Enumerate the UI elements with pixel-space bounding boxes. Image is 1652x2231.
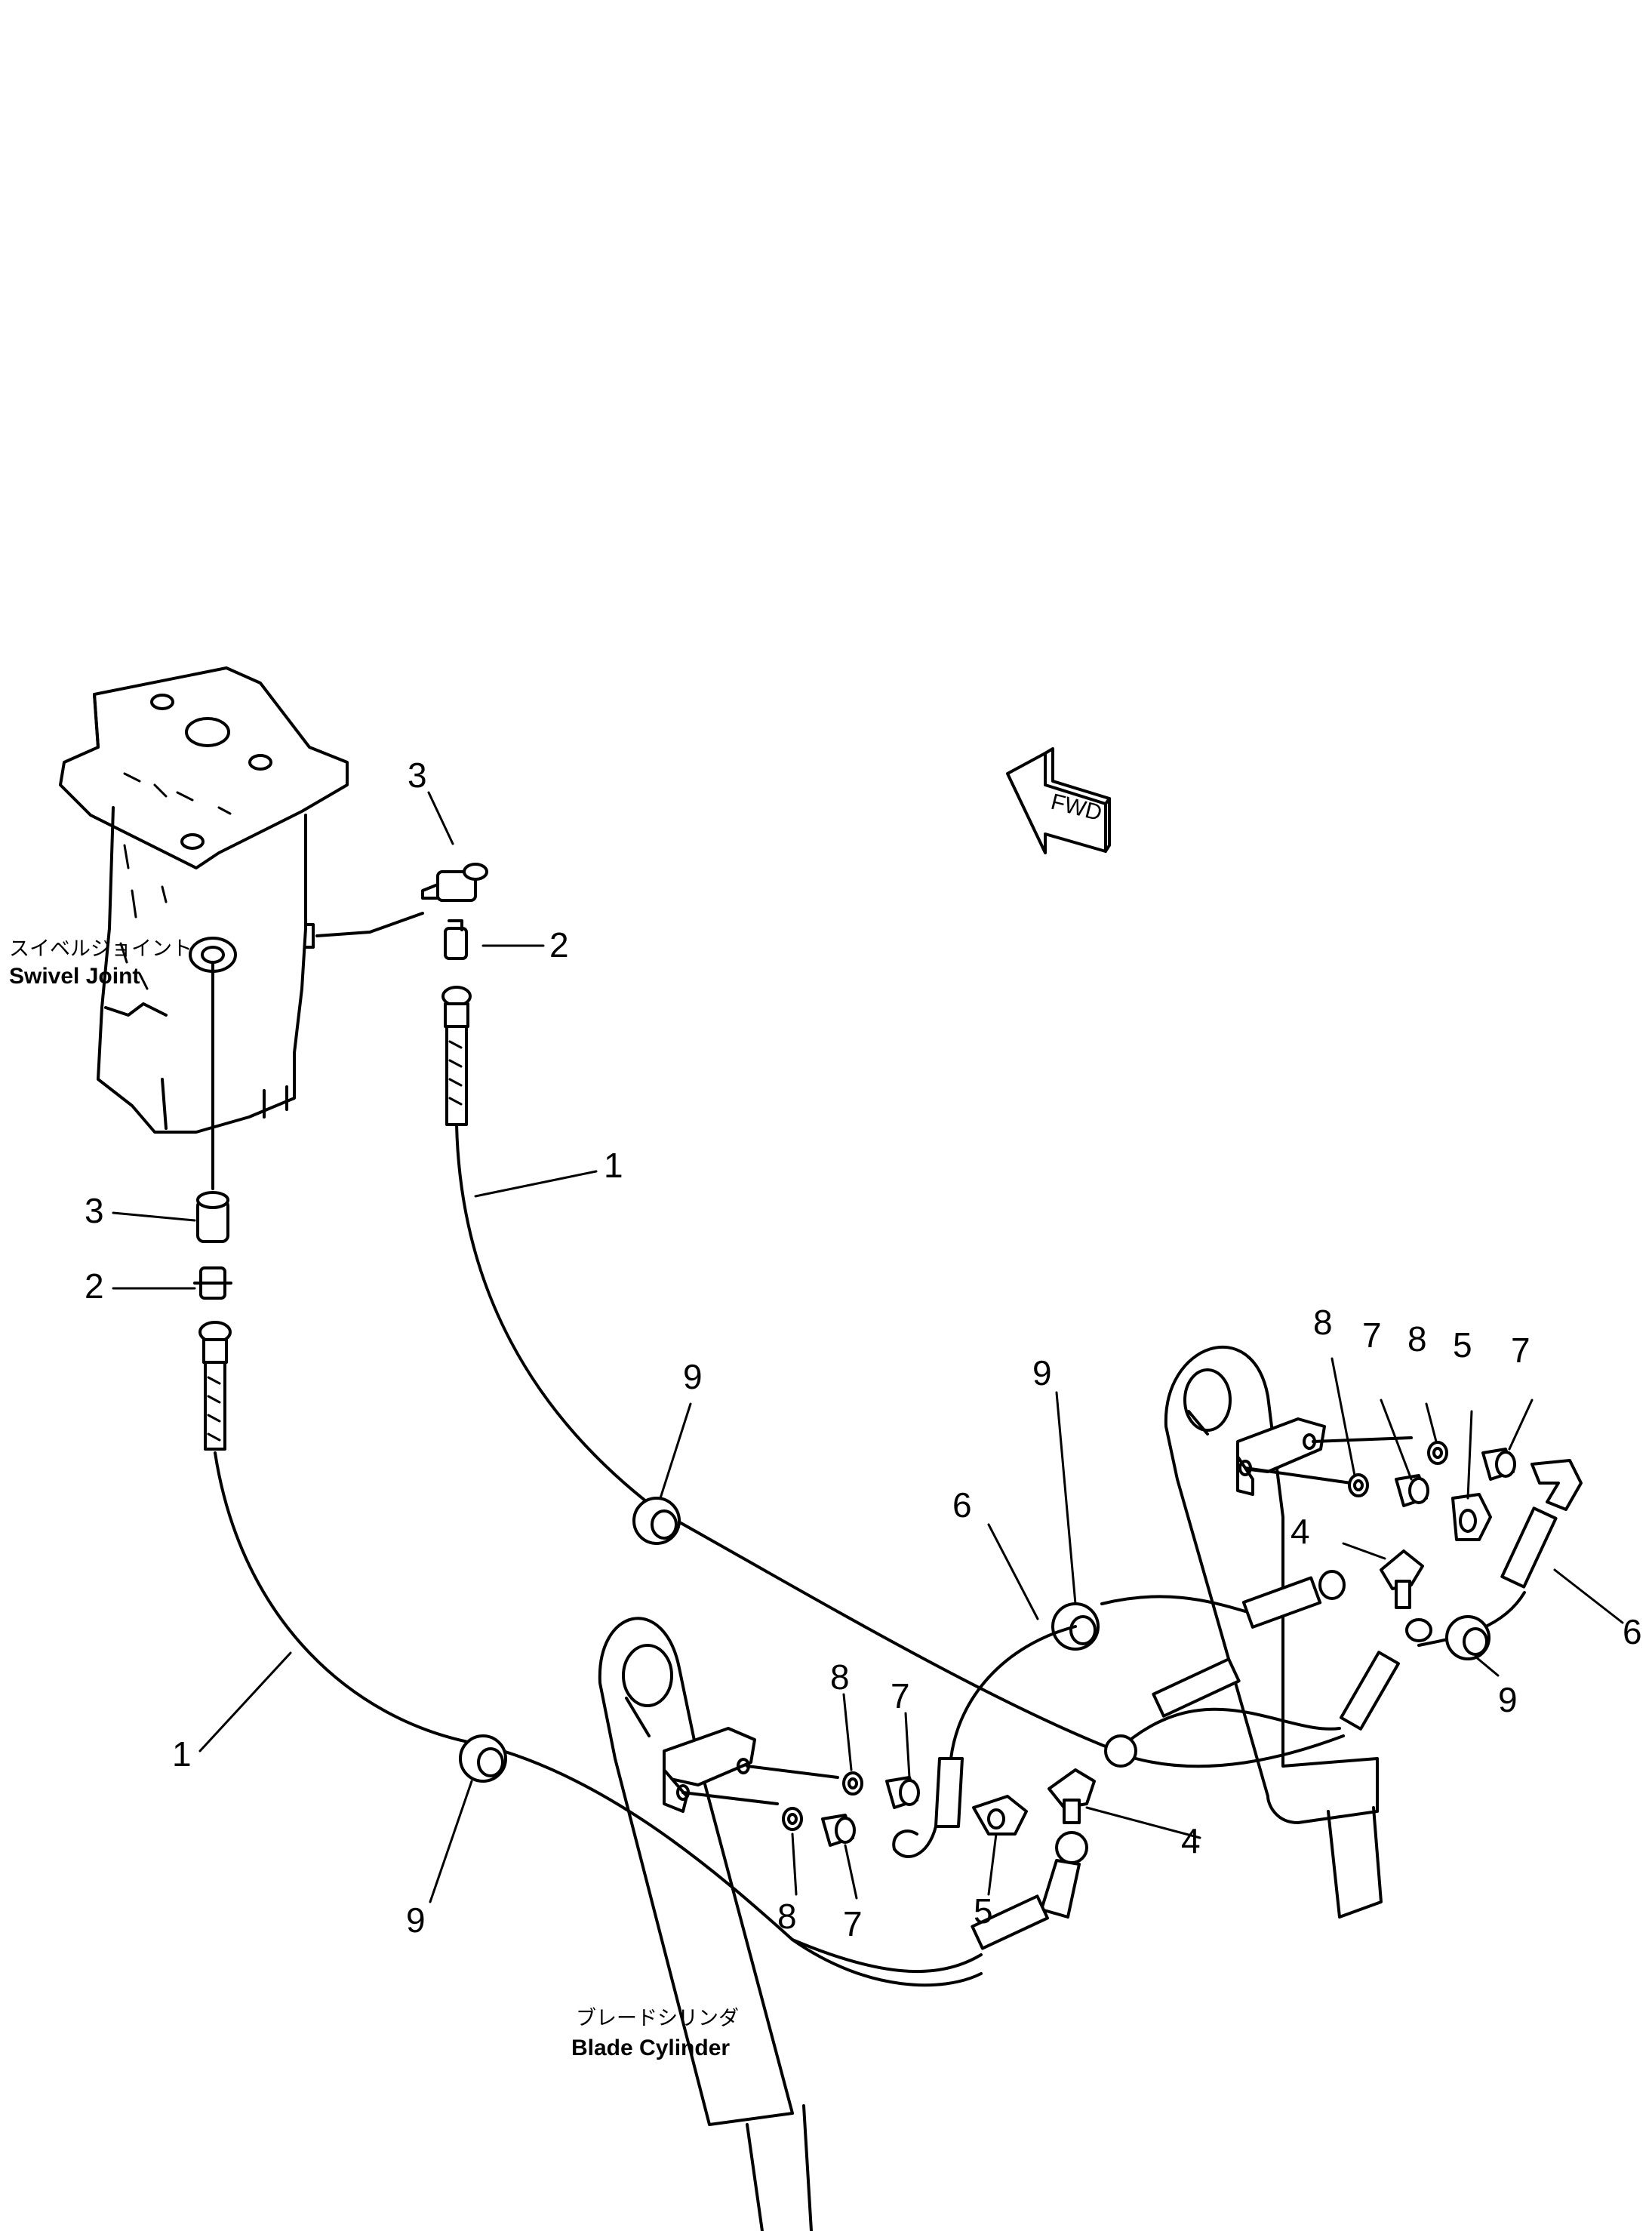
callout-8-left-top: 8: [830, 1657, 850, 1697]
callout-3-lower: 3: [85, 1191, 104, 1230]
swivel-joint-label-jp: スイベルジョイント: [9, 937, 192, 961]
upper-adapter: [444, 919, 468, 960]
callout-5-right: 5: [1453, 1325, 1472, 1365]
callout-7-right-2: 7: [1511, 1331, 1530, 1370]
callout-7-left-top: 7: [891, 1676, 910, 1716]
blade-cylinder-left: [598, 1617, 839, 2231]
clamp-upper: [632, 1497, 681, 1545]
callout-9-lower-hose: 9: [406, 1900, 426, 1940]
lower-hose-end: [198, 1321, 232, 1451]
lower-adapter: [193, 1266, 232, 1300]
callout-1-lower: 1: [172, 1734, 192, 1774]
callout-9-center: 9: [1032, 1353, 1052, 1392]
left-fittings: [782, 1625, 1096, 1974]
callout-6-right: 6: [1623, 1612, 1642, 1651]
callout-2-lower: 2: [85, 1266, 104, 1306]
callout-1-upper: 1: [604, 1146, 623, 1185]
right-fittings: [1051, 1441, 1583, 1768]
callout-3-upper: 3: [408, 755, 427, 795]
leader-lines: [112, 791, 1624, 1903]
callout-7-left-bottom: 7: [843, 1904, 863, 1943]
clamp-lower: [459, 1734, 507, 1783]
swivel-joint-label-en: Swivel Joint: [9, 964, 140, 989]
callout-4-right: 4: [1291, 1512, 1310, 1551]
upper-tee-fitting: [421, 863, 488, 902]
blade-cylinder-right: [1164, 1345, 1413, 1919]
blade-cylinder-label-en: Blade Cylinder: [571, 2036, 730, 2060]
callout-2-upper: 2: [549, 925, 569, 965]
hose-lower: [214, 1451, 983, 1987]
blade-cylinder-label-jp: ブレードシリンダ: [576, 2007, 739, 2030]
swivel-joint: [59, 666, 424, 1134]
fwd-arrow: [1006, 747, 1111, 854]
upper-hose-end: [441, 986, 472, 1126]
hose-upper: [455, 1123, 1118, 1752]
callout-9-upper-hose: 9: [683, 1357, 703, 1396]
callout-7-right-1: 7: [1362, 1316, 1382, 1355]
callout-8-left-bottom: 8: [777, 1897, 797, 1936]
callout-9-right: 9: [1498, 1680, 1518, 1719]
lower-tee-fitting: [196, 1191, 229, 1243]
callout-6-left: 6: [952, 1485, 972, 1525]
callout-8-right-1: 8: [1313, 1303, 1333, 1342]
callout-4-left: 4: [1181, 1821, 1201, 1860]
callout-5-left: 5: [974, 1891, 993, 1931]
callout-8-right-2: 8: [1407, 1319, 1427, 1359]
